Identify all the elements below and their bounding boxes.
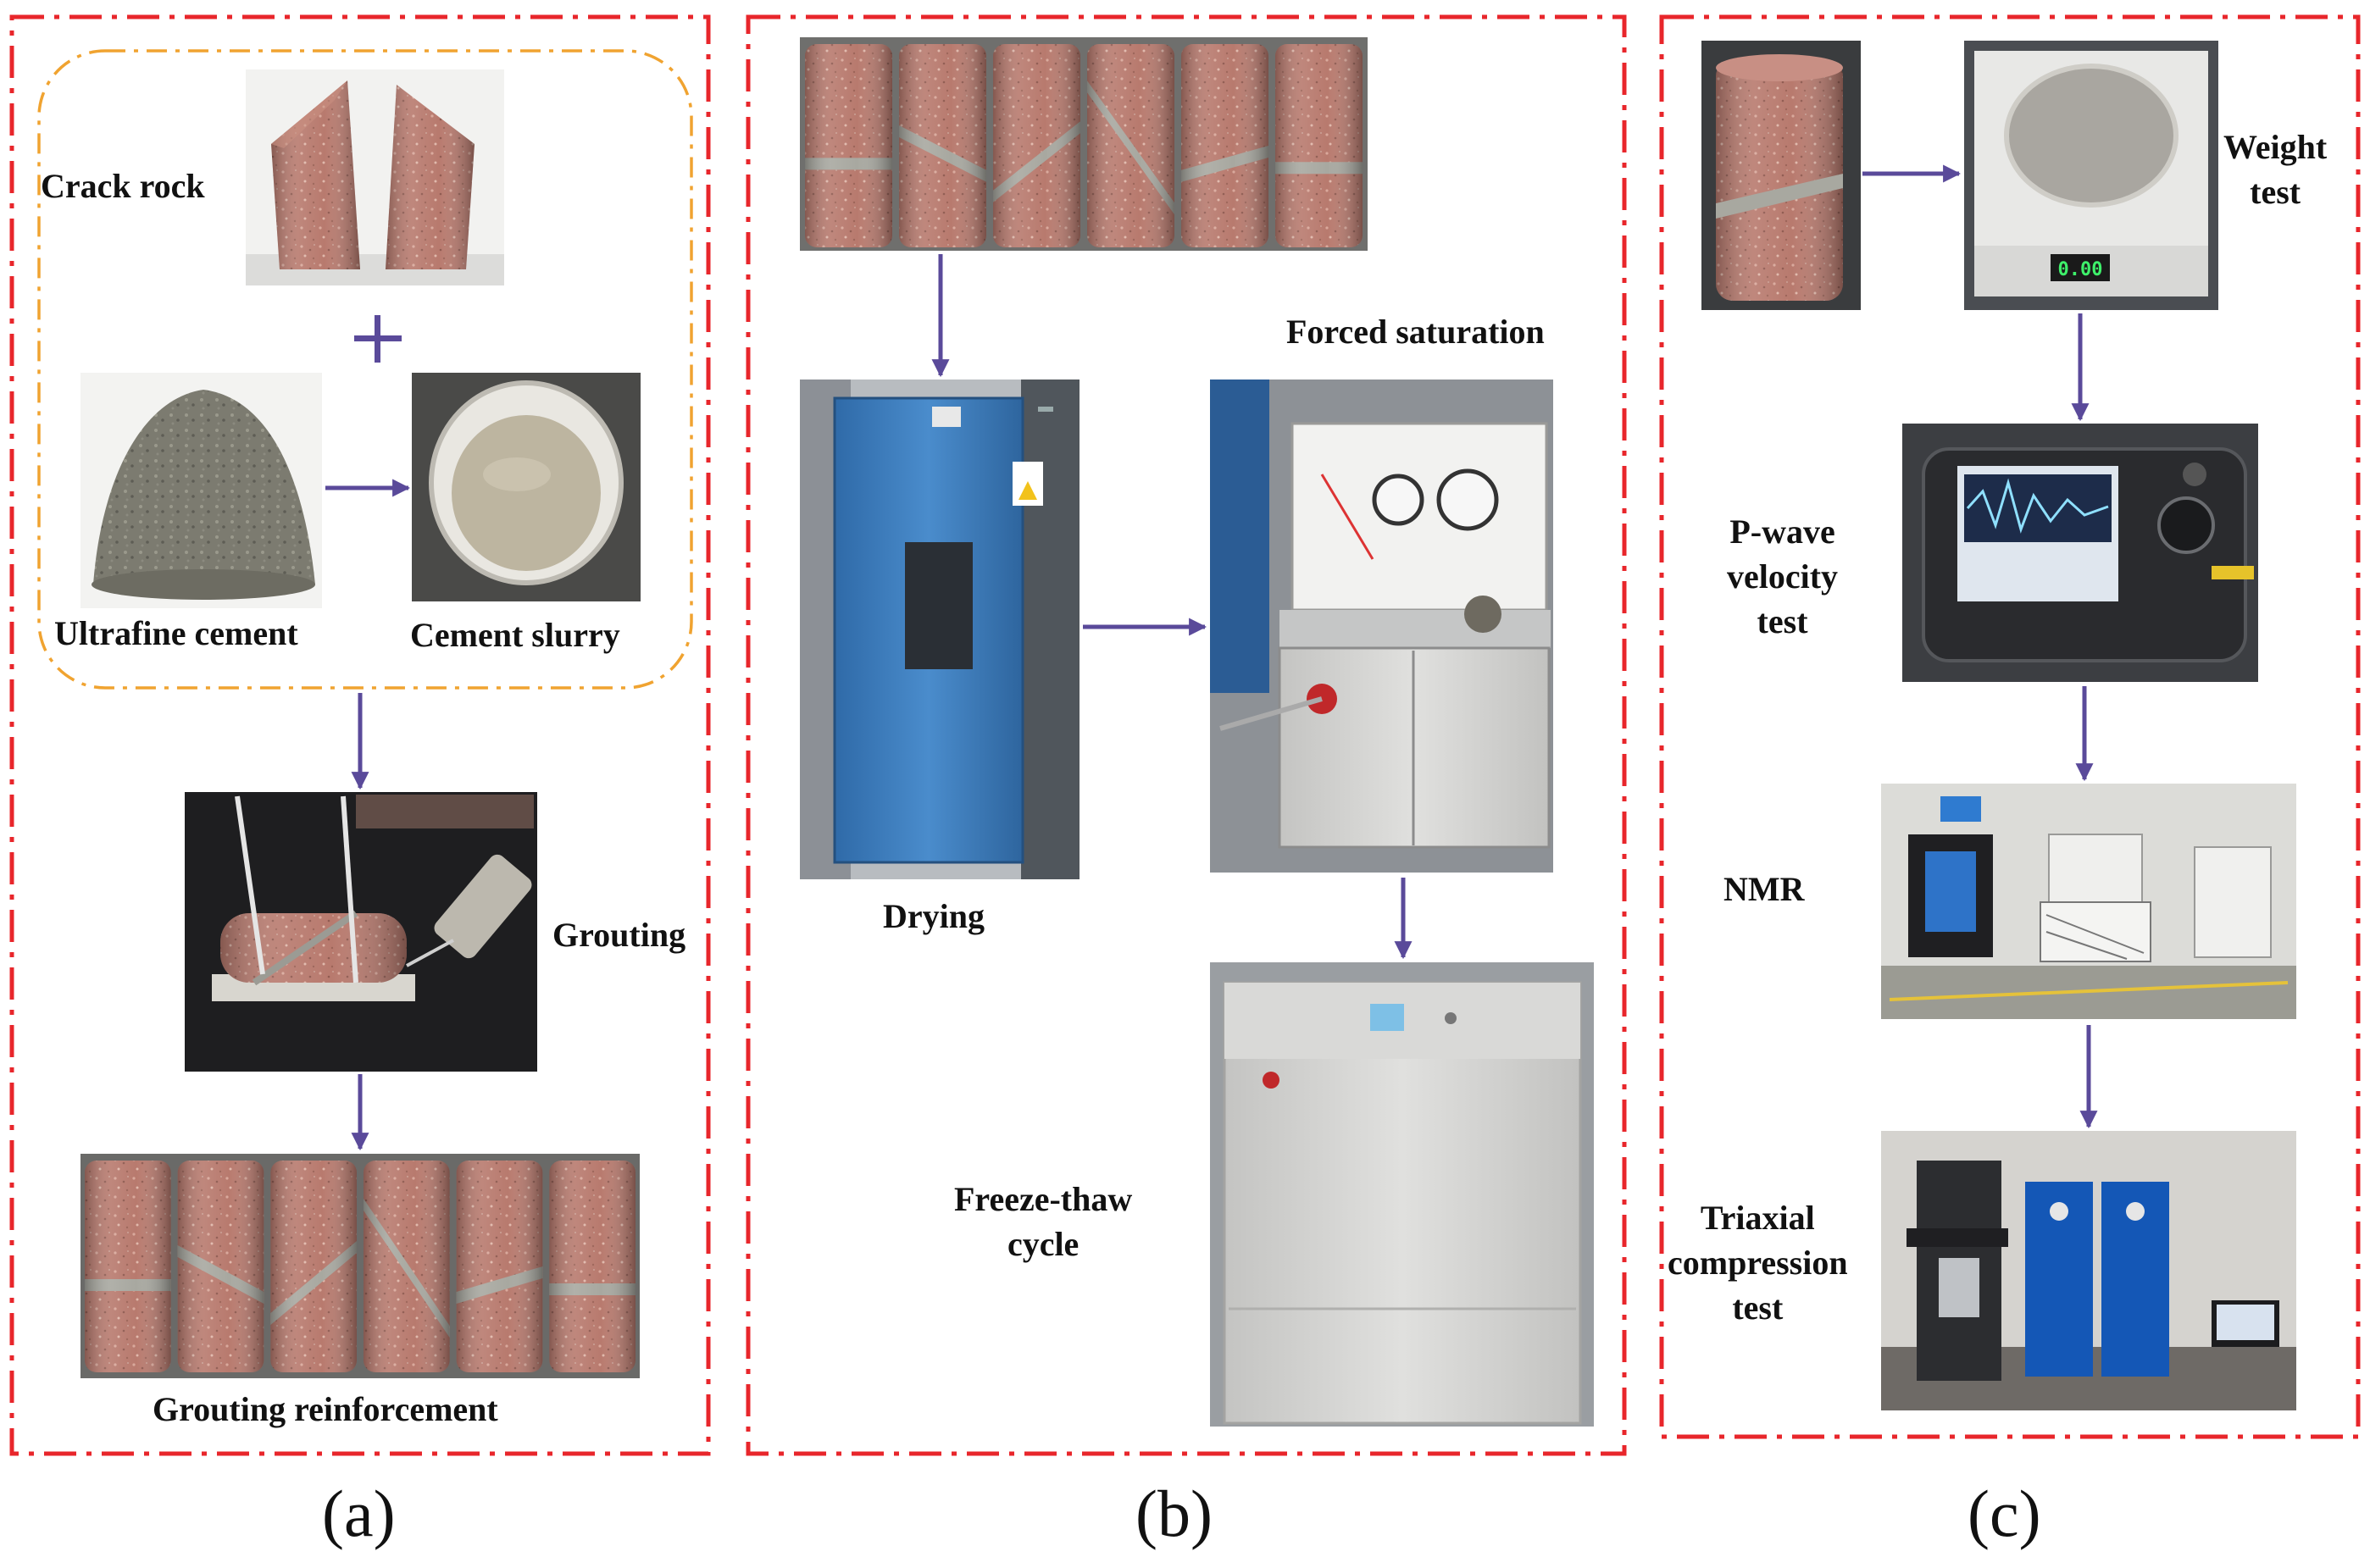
rock-core xyxy=(993,44,1080,247)
rock-core xyxy=(177,1161,264,1372)
cement-slurry-photo xyxy=(412,373,641,601)
rock-core xyxy=(1275,44,1363,247)
plus-icon xyxy=(354,315,402,363)
saturation-device-photo xyxy=(1210,380,1553,873)
reinforced-samples-photo xyxy=(80,1154,640,1378)
panel-c-frame xyxy=(1659,14,2361,1439)
rock-core xyxy=(1087,44,1174,247)
panel-a-frame xyxy=(9,14,711,1456)
drying-oven-photo xyxy=(800,380,1080,879)
rock-core xyxy=(456,1161,543,1372)
panel-frames xyxy=(9,14,2361,1456)
grouting-photo xyxy=(185,792,537,1072)
rock-core xyxy=(85,1161,171,1372)
pwave-tester-photo xyxy=(1902,424,2258,682)
crack-rock-photo xyxy=(246,69,504,285)
nmr-system-photo xyxy=(1881,784,2296,1019)
rock-core xyxy=(364,1161,450,1372)
single-core-photo xyxy=(1701,41,1861,310)
balance-display-reading: 0.00 xyxy=(2058,259,2103,280)
flow-arrows xyxy=(325,164,2098,1151)
triaxial-rig-photo xyxy=(1881,1131,2296,1410)
rock-core xyxy=(899,44,986,247)
rock-core xyxy=(549,1161,636,1372)
samples-photo xyxy=(800,37,1368,251)
rock-core xyxy=(270,1161,357,1372)
rock-core xyxy=(1181,44,1268,247)
balance-photo: 0.00 xyxy=(1964,41,2218,310)
materials-group-outline xyxy=(37,49,693,690)
rock-core xyxy=(805,44,892,247)
panel-b-frame xyxy=(746,14,1627,1456)
ultrafine-cement-photo xyxy=(80,373,322,608)
freeze-thaw-chamber-photo xyxy=(1210,962,1594,1427)
